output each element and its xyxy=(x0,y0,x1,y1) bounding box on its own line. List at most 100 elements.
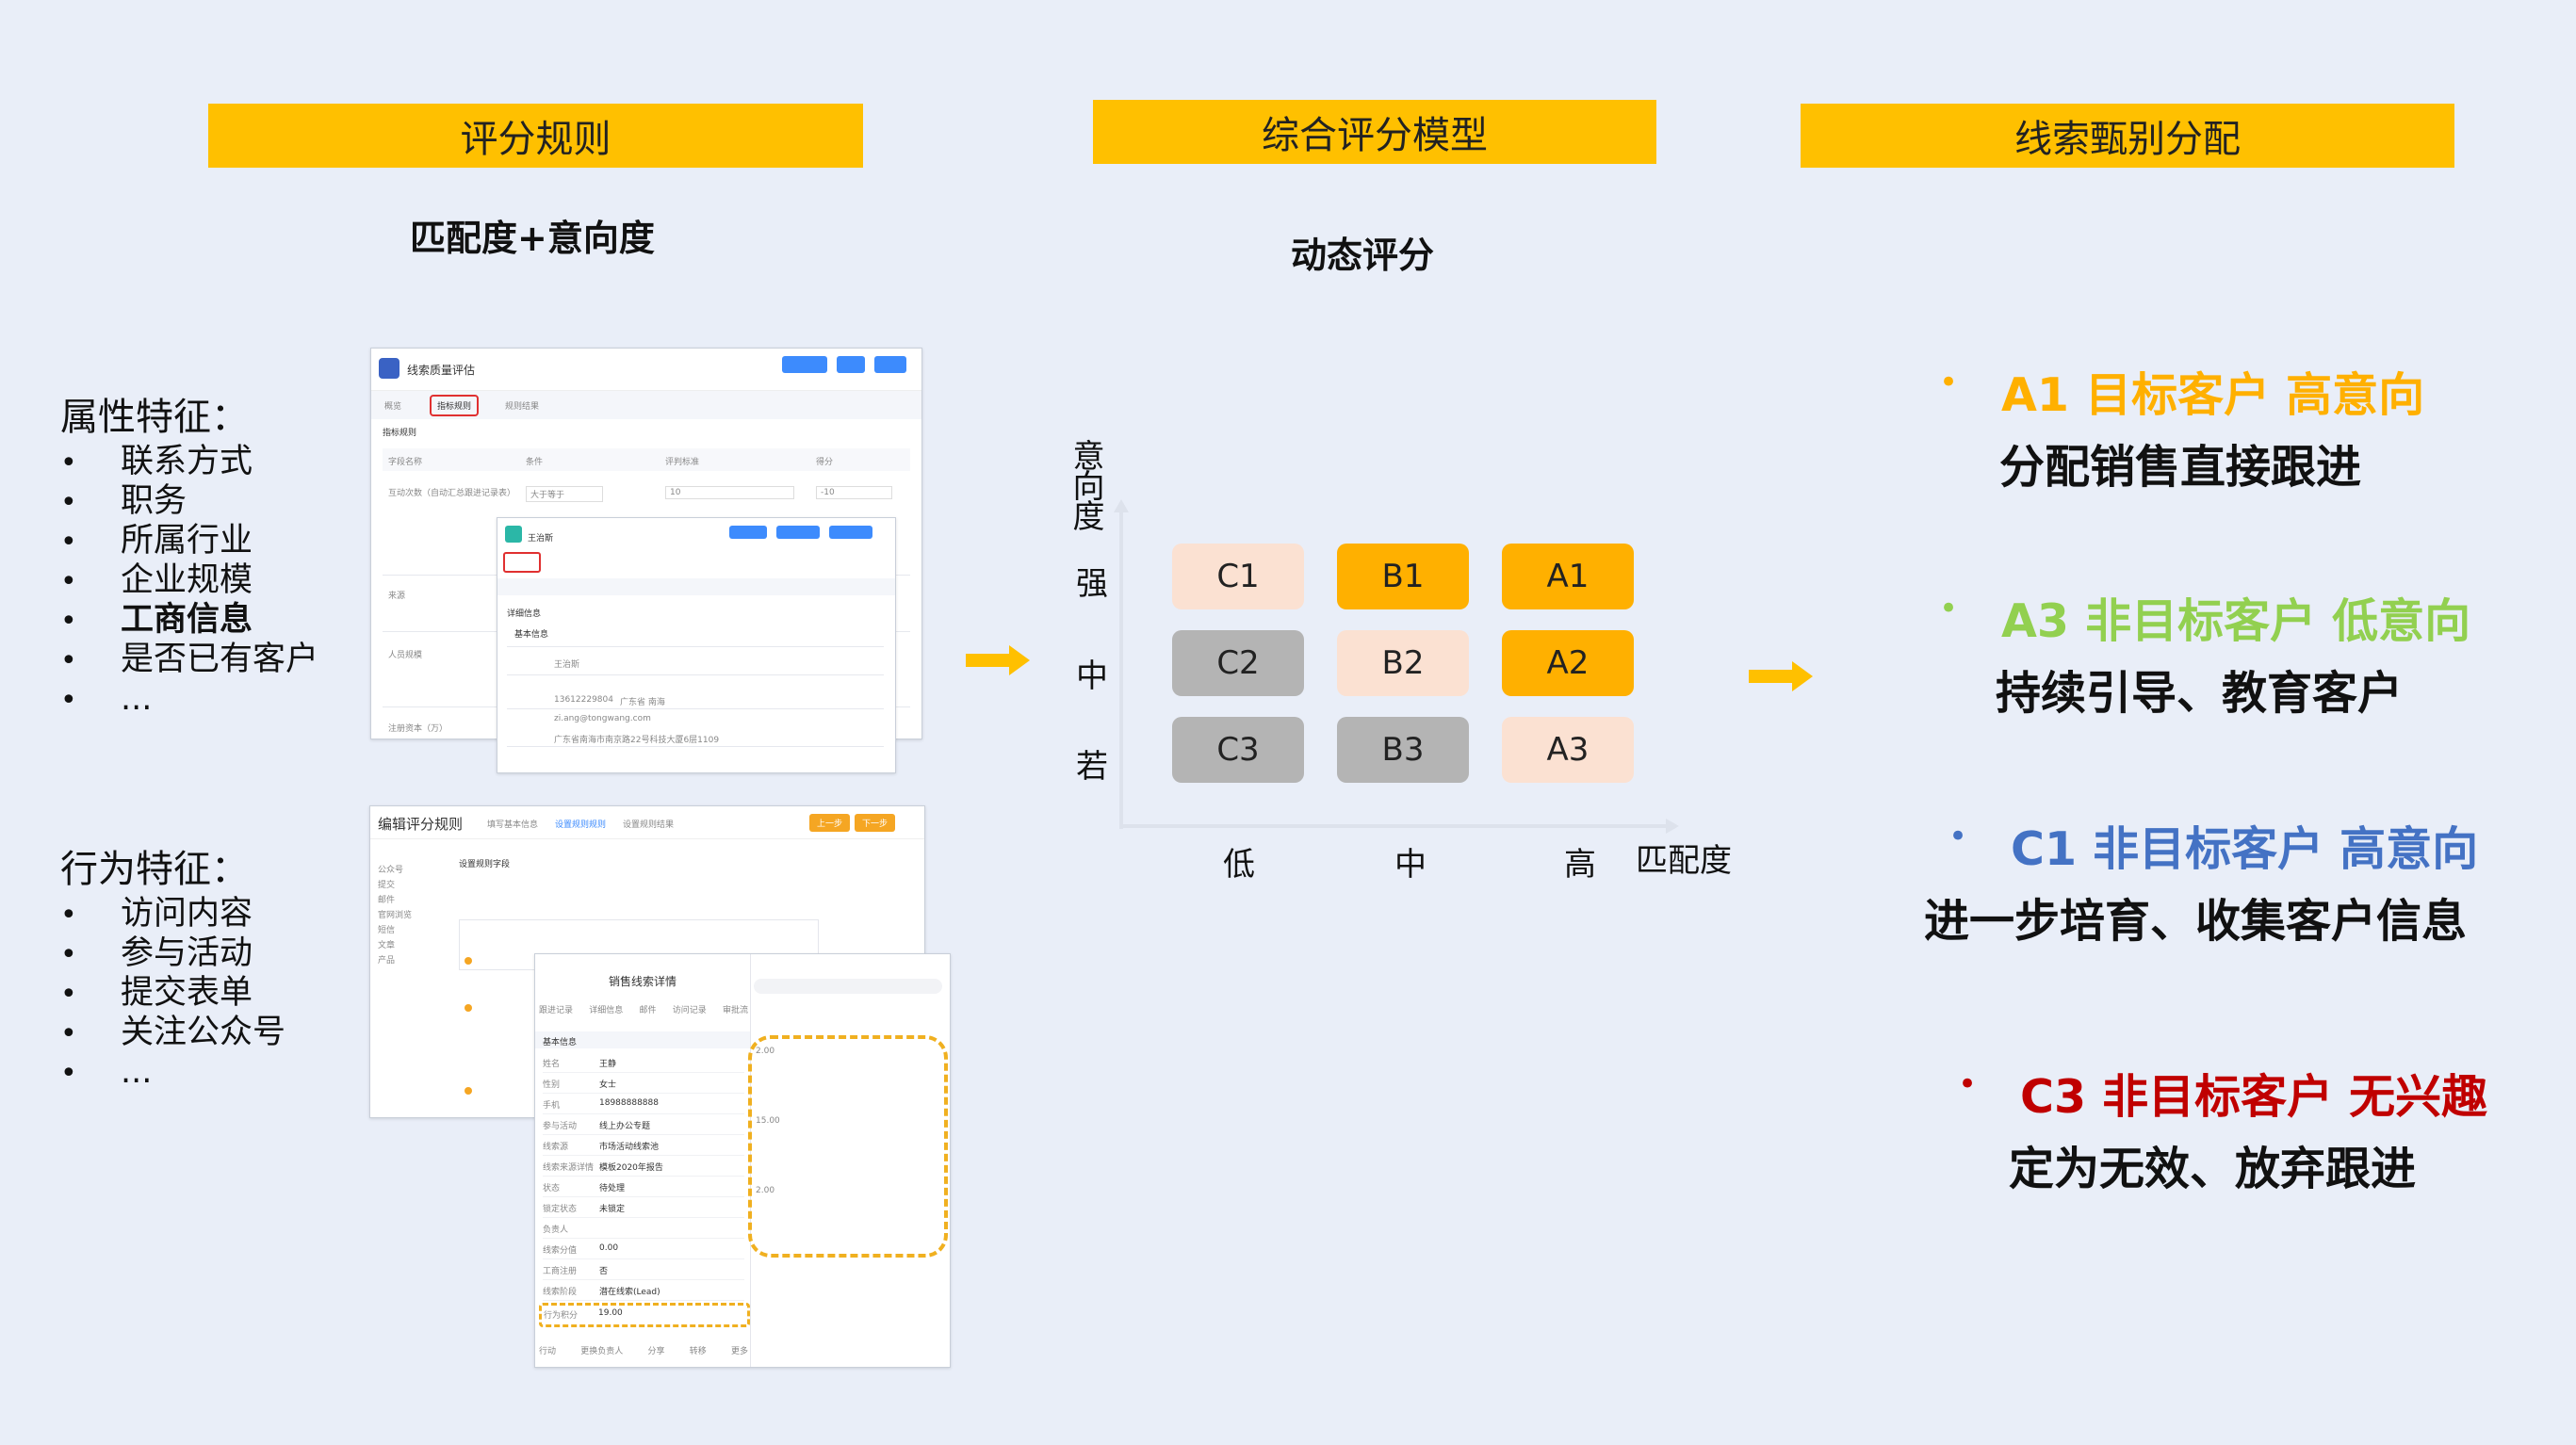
s4-bottom-action[interactable]: 转移 xyxy=(689,1347,707,1356)
s4-section: 基本信息 xyxy=(543,1038,578,1047)
s4-field-key: 工商注册 xyxy=(543,1267,578,1276)
matrix-cell: A1 xyxy=(1502,544,1634,609)
s4-field-key: 参与活动 xyxy=(543,1122,578,1131)
s3-sidebar-item[interactable]: 公众号 xyxy=(378,866,404,875)
s1-tab-1[interactable]: 指标规则 xyxy=(430,395,480,416)
s1-cell[interactable]: 10 xyxy=(665,486,795,499)
s4-score-key: 行为积分 xyxy=(544,1311,579,1321)
s4-field-row: 负责人 xyxy=(543,1218,744,1239)
s4-tab[interactable]: 跟进记录 xyxy=(539,1006,574,1015)
attribute-list: •联系方式•职务•所属行业•企业规模•工商信息•是否已有客户•... xyxy=(60,443,318,720)
bullet-icon: • xyxy=(60,565,77,598)
s3-next-button[interactable]: 下一步 xyxy=(855,814,896,832)
s4-score-highlight: 行为积分 19.00 xyxy=(539,1303,750,1327)
allocation-desc: 持续引导、教育客户 xyxy=(1996,667,2404,720)
bullet-icon: • xyxy=(1939,590,1959,627)
s4-bottom-action[interactable]: 行动 xyxy=(539,1347,557,1356)
behavior-label: ... xyxy=(121,1053,153,1091)
behavior-label: 参与活动 xyxy=(121,934,253,972)
s1-tab-0[interactable]: 概览 xyxy=(384,402,402,412)
s4-field-value: 18988888888 xyxy=(599,1098,659,1108)
matrix-axes xyxy=(1114,499,1679,834)
s4-field-value: 女士 xyxy=(599,1080,617,1090)
attribute-label: ... xyxy=(121,680,153,718)
matrix-cell: C1 xyxy=(1172,544,1304,609)
bullet-icon: • xyxy=(60,605,77,638)
s1-tab-2[interactable]: 规则结果 xyxy=(505,402,540,412)
attribute-title: 属性特征： xyxy=(60,396,249,439)
s3-step-0: 填写基本信息 xyxy=(487,820,539,830)
s4-field-value: 未锁定 xyxy=(599,1205,626,1214)
s4-field-value: 否 xyxy=(599,1267,609,1276)
attribute-item: •... xyxy=(60,680,318,720)
s4-timeline-highlight: 2.00 15.00 2.00 xyxy=(748,1035,948,1258)
attribute-label: 工商信息 xyxy=(121,601,253,639)
allocation-item: •C1 非目标客户 高意向进一步培育、收集客户信息 xyxy=(1922,812,2563,953)
s4-search-input[interactable] xyxy=(754,979,942,994)
s4-field-value: 王静 xyxy=(599,1060,617,1069)
s3-sidebar-item[interactable]: 短信 xyxy=(378,926,396,935)
subtitle-model: 动态评分 xyxy=(1291,235,1435,276)
s4-tab[interactable]: 邮件 xyxy=(639,1006,657,1015)
attribute-label: 所属行业 xyxy=(121,522,253,560)
header-model: 综合评分模型 xyxy=(1093,100,1656,164)
s3-sidebar-item[interactable]: 官网浏览 xyxy=(378,911,413,920)
s4-tab[interactable]: 审批流 xyxy=(722,1006,748,1015)
attribute-label: 职务 xyxy=(121,482,187,520)
arrow-right-1 xyxy=(966,645,1030,675)
s2-btn-c[interactable] xyxy=(829,526,872,539)
bullet-icon: • xyxy=(60,486,77,519)
s2-btn-a[interactable] xyxy=(729,526,767,539)
subtitle-rules: 匹配度+意向度 xyxy=(410,218,655,259)
bullet-icon: • xyxy=(60,1017,77,1050)
behavior-label: 提交表单 xyxy=(121,974,253,1012)
s1-btn-c[interactable] xyxy=(874,356,906,373)
s4-field-row: 工商注册 否 xyxy=(543,1259,744,1280)
s3-sidebar-item[interactable]: 文章 xyxy=(378,941,396,950)
s1-cell[interactable]: 大于等于 xyxy=(526,486,604,502)
s2-btn-b[interactable] xyxy=(776,526,820,539)
x-level-medium: 中 xyxy=(1394,846,1427,884)
s3-sidebar-item[interactable]: 提交 xyxy=(378,881,396,890)
s3-sidebar: 公众号提交邮件官网浏览短信文章产品 xyxy=(378,863,434,968)
s4-timeline-score: 2.00 xyxy=(756,1047,775,1056)
s4-tab[interactable]: 访问记录 xyxy=(672,1006,707,1015)
s4-field-key: 手机 xyxy=(543,1101,561,1111)
s1-col-1: 条件 xyxy=(526,458,544,467)
s2-value: 王治斯 xyxy=(554,660,580,670)
s1-cell: 互动次数（自动汇总跟进记录表） xyxy=(388,489,516,498)
allocation-title: A1 目标客户 高意向 xyxy=(2001,368,2425,422)
header-rules: 评分规则 xyxy=(208,104,863,168)
s4-field-row: 线索阶段潜在线索(Lead) xyxy=(543,1280,744,1301)
s1-cell[interactable]: -10 xyxy=(816,486,892,499)
s4-bottom-action[interactable]: 分享 xyxy=(647,1347,665,1356)
y-level-weak: 若 xyxy=(1076,748,1108,786)
screenshot-mobile-lead: 销售线索详情 跟进记录详细信息邮件访问记录审批流 基本信息 姓名王静性别女士手机… xyxy=(534,953,951,1368)
bullet-icon: • xyxy=(60,644,77,677)
s4-field-value: 潜在线索(Lead) xyxy=(599,1288,660,1297)
s3-step-1: 设置规则规则 xyxy=(555,820,607,830)
s1-btn-a[interactable] xyxy=(782,356,827,373)
s4-tab[interactable]: 详细信息 xyxy=(589,1006,624,1015)
s3-title: 编辑评分规则 xyxy=(378,816,464,833)
s1-title: 线索质量评估 xyxy=(407,364,476,377)
attribute-label: 是否已有客户 xyxy=(121,641,319,678)
s3-panel-title: 设置规则字段 xyxy=(459,860,511,869)
behavior-item: •... xyxy=(60,1053,285,1093)
s3-bullet xyxy=(465,1004,472,1012)
s4-bottom-action[interactable]: 更换负责人 xyxy=(580,1347,624,1356)
s3-sidebar-item[interactable]: 产品 xyxy=(378,956,396,966)
matrix-cell: B3 xyxy=(1337,717,1469,783)
s4-bottom-action[interactable]: 更多 xyxy=(730,1347,748,1356)
behavior-features: 行为特征： •访问内容•参与活动•提交表单•关注公众号•... xyxy=(60,838,285,1093)
bullet-icon: • xyxy=(1939,364,1959,401)
matrix-cell: C2 xyxy=(1172,630,1304,696)
bullet-icon: • xyxy=(1948,818,1968,855)
s1-btn-b[interactable] xyxy=(837,356,865,373)
s3-sidebar-item[interactable]: 邮件 xyxy=(378,896,396,905)
s1-col-0: 字段名称 xyxy=(388,458,423,467)
s3-prev-button[interactable]: 上一步 xyxy=(809,814,851,832)
attribute-item: •企业规模 xyxy=(60,561,318,601)
